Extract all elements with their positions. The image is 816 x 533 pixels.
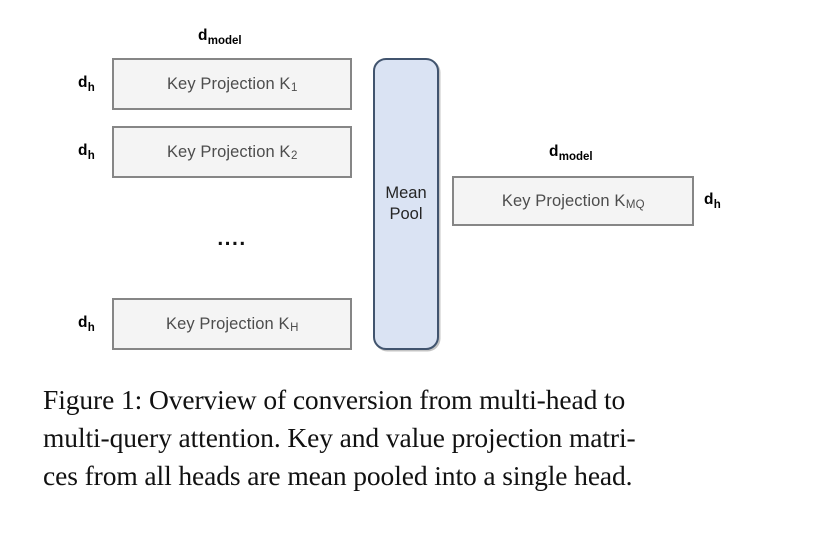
- mean-pool-line-2: Pool: [389, 205, 423, 223]
- dmodel-left-subscript: model: [207, 35, 242, 47]
- dimension-label-dmodel-left: dmodel: [198, 27, 242, 47]
- dh-h-base: d: [78, 314, 88, 331]
- heads-ellipsis: ....: [217, 227, 247, 250]
- caption-line-2: multi-query attention. Key and value pro…: [43, 422, 636, 453]
- key-projection-k2-subscript: 2: [291, 150, 298, 162]
- caption-line-1: Figure 1: Overview of conversion from mu…: [43, 384, 626, 415]
- dimension-label-dh-head-1: dh: [78, 74, 95, 94]
- dh-mq-subscript: h: [713, 199, 721, 211]
- key-projection-kh-text: Key Projection K: [166, 314, 290, 333]
- key-projection-k1-text: Key Projection K: [166, 74, 291, 93]
- key-projection-kmq-text: Key Projection K: [501, 191, 626, 210]
- mean-pool-line-1: Mean: [385, 183, 427, 202]
- dimension-label-dmodel-right: dmodel: [549, 143, 593, 163]
- dh-1-base: d: [78, 74, 88, 91]
- dmodel-left-base: d: [198, 27, 208, 44]
- key-projection-k1-subscript: 1: [291, 82, 298, 94]
- dh-1-subscript: h: [87, 82, 95, 94]
- mean-pool-box: Mean Pool: [373, 58, 439, 350]
- dh-2-subscript: h: [87, 150, 95, 162]
- key-projection-kmq-subscript: MQ: [625, 199, 645, 211]
- key-projection-kh-subscript: H: [290, 322, 299, 334]
- dmodel-right-subscript: model: [558, 151, 593, 163]
- dh-h-subscript: h: [87, 322, 95, 334]
- dmodel-right-base: d: [549, 143, 559, 160]
- dimension-label-dh-head-2: dh: [78, 142, 95, 162]
- dh-2-base: d: [78, 142, 88, 159]
- dh-mq-base: d: [704, 191, 714, 208]
- dimension-label-dh-multi-query: dh: [704, 191, 721, 211]
- caption-line-3: ces from all heads are mean pooled into …: [43, 460, 633, 491]
- figure-caption: Figure 1: Overview of conversion from mu…: [43, 381, 761, 495]
- dimension-label-dh-head-h: dh: [78, 314, 95, 334]
- key-projection-k2-text: Key Projection K: [166, 142, 291, 161]
